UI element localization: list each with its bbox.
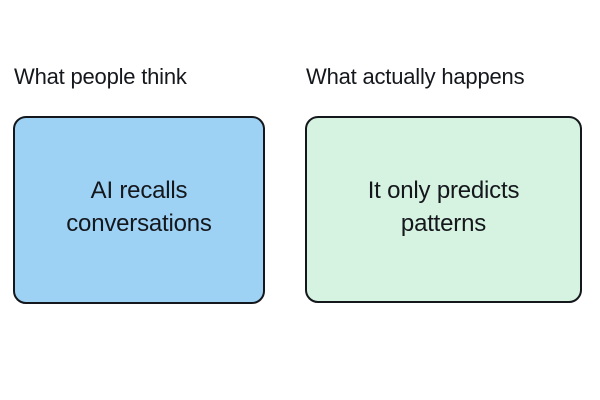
concept-box-reality-text: It only predicts patterns bbox=[356, 174, 532, 240]
concept-box-misconception: AI recalls conversations bbox=[13, 116, 265, 304]
panel-what-actually-happens: What actually happens It only predicts p… bbox=[305, 62, 582, 303]
concept-box-misconception-line-2: conversations bbox=[66, 210, 212, 237]
concept-box-misconception-line-1: AI recalls bbox=[90, 177, 188, 204]
panel-what-people-think: What people think AI recalls conversatio… bbox=[13, 62, 265, 304]
concept-box-misconception-text: AI recalls conversations bbox=[54, 174, 223, 240]
concept-box-reality-line-1: It only predicts bbox=[367, 176, 520, 204]
concept-box-reality: It only predicts patterns bbox=[305, 116, 582, 303]
concept-box-reality-line-2: patterns bbox=[400, 209, 487, 237]
panel-heading-left: What people think bbox=[14, 64, 187, 89]
panel-heading-right: What actually happens bbox=[306, 64, 525, 89]
